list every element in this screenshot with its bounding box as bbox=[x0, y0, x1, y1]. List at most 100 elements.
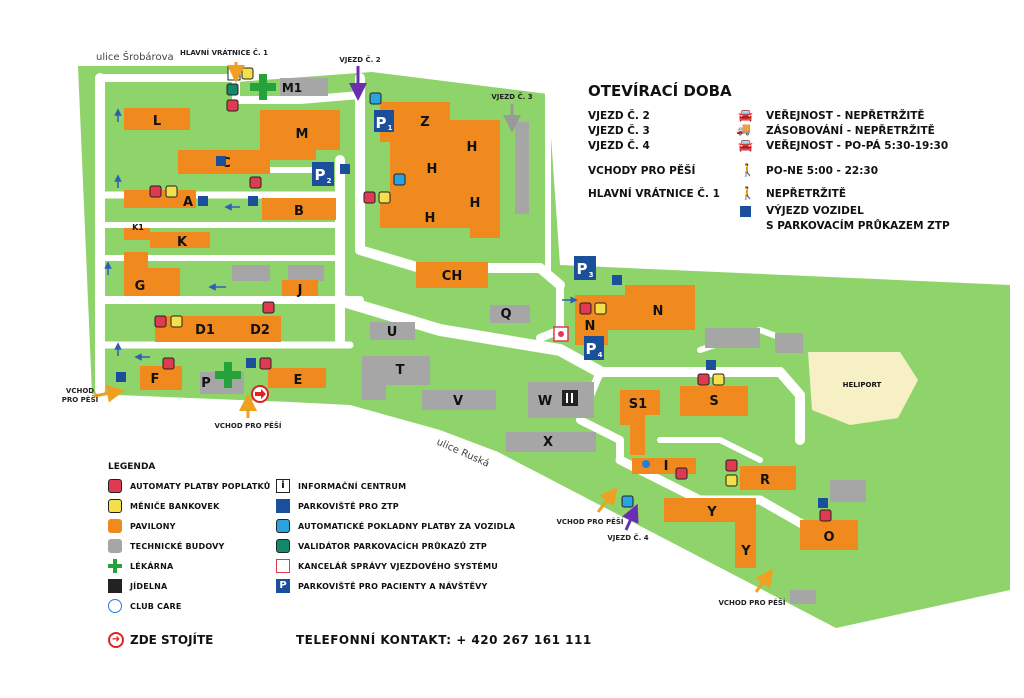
hours-row-label: VJEZD Č. 4 bbox=[588, 140, 650, 152]
technical-buildings bbox=[200, 78, 866, 604]
parking-payment-icon[interactable] bbox=[621, 495, 634, 508]
building-ch[interactable] bbox=[416, 262, 488, 288]
building-t[interactable] bbox=[362, 356, 430, 400]
building-g[interactable] bbox=[124, 252, 180, 296]
pedestrian-bottom-label: VCHOD PRO PĚŠÍ bbox=[214, 421, 281, 430]
parking-icon: P bbox=[276, 579, 290, 593]
label-h-3: H bbox=[470, 196, 481, 211]
legend-item-technical: TECHNICKÉ BUDOVY bbox=[108, 538, 225, 554]
label-g: G bbox=[135, 279, 146, 294]
label-w: W bbox=[538, 394, 552, 409]
building-a[interactable] bbox=[124, 190, 196, 208]
canteen-icon[interactable] bbox=[562, 390, 578, 406]
building-u[interactable] bbox=[370, 322, 415, 340]
legend-label: VALIDÁTOR PARKOVACÍCH PRŮKAZŮ ZTP bbox=[298, 541, 487, 551]
building-h[interactable] bbox=[380, 102, 500, 238]
building-f[interactable] bbox=[140, 366, 182, 390]
wheelchair-icon[interactable] bbox=[198, 196, 208, 206]
wheelchair-icon[interactable] bbox=[246, 358, 256, 368]
banknote-changer-icon[interactable] bbox=[170, 315, 183, 328]
legend-item-ztp-parking: PARKOVIŠTĚ PRO ZTP bbox=[276, 498, 399, 514]
building-e[interactable] bbox=[268, 368, 326, 388]
building-j[interactable] bbox=[282, 280, 318, 296]
banknote-changer-icon[interactable] bbox=[165, 185, 178, 198]
label-o: O bbox=[823, 530, 834, 545]
fee-machine-icon[interactable] bbox=[154, 315, 167, 328]
fee-machine-icon[interactable] bbox=[162, 357, 175, 370]
wheelchair-icon bbox=[276, 499, 290, 513]
wheelchair-icon[interactable] bbox=[216, 156, 226, 166]
building-n[interactable] bbox=[575, 285, 695, 345]
wheelchair-icon[interactable] bbox=[818, 498, 828, 508]
fee-machine-icon[interactable] bbox=[819, 509, 832, 522]
building-x[interactable] bbox=[506, 432, 596, 452]
building-w[interactable] bbox=[528, 382, 594, 418]
building-k[interactable] bbox=[150, 232, 210, 248]
building-v[interactable] bbox=[422, 390, 496, 410]
wheelchair-icon[interactable] bbox=[248, 196, 258, 206]
building-m[interactable] bbox=[260, 110, 340, 160]
banknote-changer-icon[interactable] bbox=[378, 191, 391, 204]
pavilions bbox=[124, 102, 858, 568]
fee-machine-icon[interactable] bbox=[149, 185, 162, 198]
building-l[interactable] bbox=[124, 108, 190, 130]
wheelchair-icon[interactable] bbox=[116, 372, 126, 382]
fee-machine-icon[interactable] bbox=[697, 373, 710, 386]
building-m1[interactable] bbox=[280, 78, 328, 96]
building-q[interactable] bbox=[490, 305, 530, 323]
parking-payment-icon[interactable] bbox=[369, 92, 382, 105]
building-labels: L M M1 C A B K1 K G J D1 D2 F P E Z H H … bbox=[132, 81, 834, 559]
fee-machine-icon[interactable] bbox=[249, 176, 262, 189]
pedestrian-mid-label: VCHOD PRO PĚŠÍ bbox=[556, 517, 623, 526]
banknote-changer-icon[interactable] bbox=[594, 302, 607, 315]
pavilion-swatch bbox=[108, 519, 122, 533]
fee-machine-icon bbox=[108, 479, 122, 493]
banknote-changer-icon[interactable] bbox=[241, 67, 254, 80]
wheelchair-icon[interactable] bbox=[612, 275, 622, 285]
validator-icon[interactable] bbox=[226, 83, 239, 96]
fee-machine-icon[interactable] bbox=[579, 302, 592, 315]
banknote-changer-icon bbox=[108, 499, 122, 513]
pharmacy-icon[interactable] bbox=[250, 74, 276, 100]
legend-label: AUTOMATY PLATBY POPLATKŮ bbox=[130, 481, 271, 491]
wheelchair-icon[interactable] bbox=[340, 164, 350, 174]
info-icon[interactable]: i bbox=[227, 65, 241, 81]
parking-p1-sign[interactable]: P 1 bbox=[374, 110, 394, 132]
label-f: F bbox=[151, 372, 160, 387]
parking-p4-sign[interactable]: P 4 bbox=[584, 336, 604, 360]
label-i: I bbox=[664, 459, 669, 474]
entry4-arrow bbox=[622, 503, 639, 531]
club-care-icon[interactable] bbox=[642, 460, 650, 468]
banknote-changer-icon[interactable] bbox=[725, 474, 738, 487]
you-are-here-marker[interactable] bbox=[251, 385, 269, 403]
fee-machine-icon[interactable] bbox=[725, 459, 738, 472]
label-b: B bbox=[294, 204, 304, 219]
fee-machine-icon[interactable] bbox=[259, 357, 272, 370]
office-icon[interactable] bbox=[553, 326, 569, 342]
building-s[interactable] bbox=[680, 386, 748, 416]
legend-label: PAVILONY bbox=[130, 521, 176, 531]
legend-item-fee-machine: AUTOMATY PLATBY POPLATKŮ bbox=[108, 478, 271, 494]
parking-payment-icon[interactable] bbox=[393, 173, 406, 186]
parking-p2-sign[interactable]: P 2 bbox=[312, 162, 334, 186]
building-k1[interactable] bbox=[124, 228, 150, 240]
legend-label: MĚNIČE BANKOVEK bbox=[130, 501, 220, 511]
fee-machine-icon[interactable] bbox=[226, 99, 239, 112]
pharmacy-icon[interactable] bbox=[215, 362, 241, 388]
fee-machine-icon[interactable] bbox=[675, 467, 688, 480]
building-o[interactable] bbox=[800, 520, 858, 550]
fee-machine-icon[interactable] bbox=[262, 301, 275, 314]
label-k1: K1 bbox=[132, 223, 144, 232]
building-y[interactable] bbox=[664, 498, 756, 568]
entry4-label: VJEZD Č. 4 bbox=[607, 533, 648, 542]
building-s1[interactable] bbox=[620, 390, 660, 455]
banknote-changer-icon[interactable] bbox=[712, 373, 725, 386]
legend-item-club-care: CLUB CARE bbox=[108, 598, 182, 614]
building-r[interactable] bbox=[740, 466, 796, 490]
label-p: P bbox=[201, 376, 211, 391]
building-b[interactable] bbox=[262, 198, 336, 220]
wheelchair-icon[interactable] bbox=[706, 360, 716, 370]
svg-text:4: 4 bbox=[598, 351, 603, 359]
parking-p3-sign[interactable]: P 3 bbox=[574, 256, 596, 280]
fee-machine-icon[interactable] bbox=[363, 191, 376, 204]
